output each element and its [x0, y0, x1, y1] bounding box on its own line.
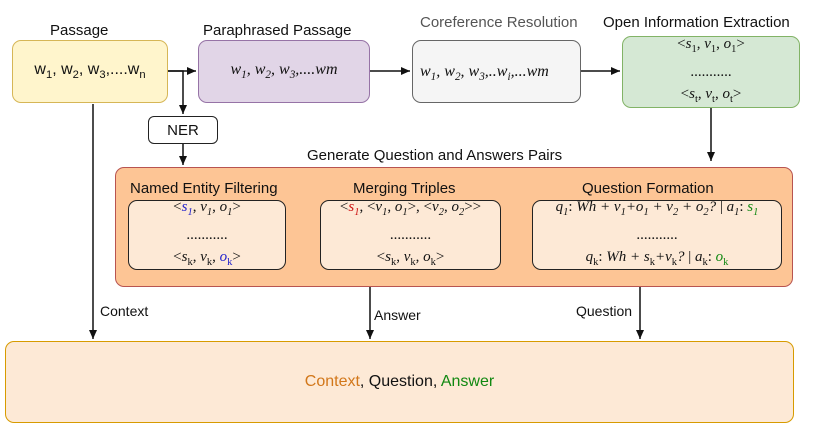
merging-triple-first: <s1, <v1, o1>, <v2, o2>>: [339, 199, 482, 218]
openie-triple-last: <st, vt, ot>: [680, 86, 742, 105]
paraphrase-box: w1, w2, w3,....wm: [198, 40, 370, 103]
output-separator: ,: [359, 373, 369, 390]
merging-title: Merging Triples: [353, 180, 456, 197]
output-answer: Answer: [440, 373, 495, 390]
passage-box: w1, w2, w3,....wn: [12, 40, 168, 103]
openie-title: Open Information Extraction: [603, 14, 790, 31]
ner-label: NER: [167, 121, 199, 139]
openie-box: <s1, v1, o1> ........... <st, vt, ot>: [622, 36, 800, 108]
coreference-sequence: w1, w2, w3,..wi,...wm: [420, 63, 549, 84]
paraphrase-sequence: w1, w2, w3,....wm: [230, 61, 338, 82]
output-text: Context, Question, Answer: [305, 373, 494, 391]
merging-dots: ...........: [389, 227, 432, 243]
paraphrased-title: Paraphrased Passage: [203, 22, 352, 39]
merging-box: <s1, <v1, o1>, <v2, o2>> ........... <sk…: [320, 199, 501, 270]
question-formation-box: q1: Wh + v1+o1 + v2 + o2? | a1: s1 .....…: [532, 199, 782, 270]
merging-triple-last: <sk, vk, ok>: [376, 249, 445, 268]
passage-title: Passage: [50, 22, 109, 39]
filtering-triple-first: <s1, v1, o1>: [173, 199, 241, 218]
question-edge-label: Question: [576, 303, 633, 319]
question-template-first: q1: Wh + v1+o1 + v2 + o2? | a1: s1: [555, 199, 759, 218]
output-separator: ,: [432, 373, 441, 390]
output-box: Context, Question, Answer: [5, 341, 794, 423]
coreference-box: w1, w2, w3,..wi,...wm: [412, 40, 581, 103]
openie-dots: ...........: [690, 64, 732, 80]
filtering-dots: ...........: [186, 227, 228, 243]
ner-box: NER: [148, 116, 218, 144]
passage-sequence: w1, w2, w3,....wn: [34, 61, 146, 82]
filtering-title: Named Entity Filtering: [130, 180, 278, 197]
coreference-title: Coreference Resolution: [420, 14, 578, 31]
question-formation-title: Question Formation: [582, 180, 714, 197]
output-context: Context: [304, 373, 360, 390]
output-question: Question: [368, 373, 433, 390]
answer-edge-label: Answer: [374, 307, 421, 323]
question-dots: ...........: [636, 227, 678, 243]
filtering-box: <s1, v1, o1> ........... <sk, vk, ok>: [128, 199, 286, 270]
filtering-triple-last: <sk, vk, ok>: [173, 249, 241, 268]
question-template-last: qk: Wh + sk+vk? | ak: ok: [585, 249, 729, 268]
context-edge-label: Context: [100, 303, 149, 319]
openie-triple-first: <s1, v1, o1>: [677, 36, 745, 55]
generate-title: Generate Question and Answers Pairs: [307, 147, 563, 164]
